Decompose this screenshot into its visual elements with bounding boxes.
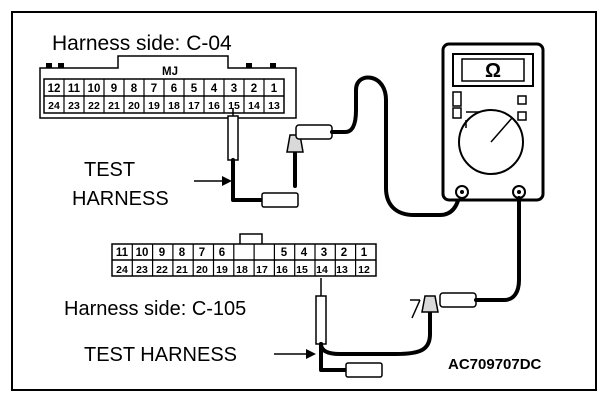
bottom-pin: 14 <box>316 264 328 276</box>
top-test-harness: TEST HARNESS <box>72 108 299 210</box>
top-pin: 1 <box>271 83 278 95</box>
meter-switch-indicator <box>452 107 462 119</box>
top-pin: 2 <box>251 83 257 95</box>
bottom-pin: 16 <box>276 264 288 276</box>
top-connector-housing <box>39 55 297 119</box>
bottom-connector-row1: 11 10 9 8 7 6 5 4 3 2 1 <box>116 247 368 259</box>
bottom-pin: 17 <box>256 264 268 276</box>
top-pin: 13 <box>268 100 280 112</box>
bottom-probe-pin <box>315 295 327 345</box>
top-pin: 4 <box>211 83 218 95</box>
bottom-probe-loop-wire <box>319 332 432 356</box>
top-harness-wire <box>231 158 274 202</box>
top-pin: 5 <box>191 83 198 95</box>
multimeter: Ω <box>441 42 545 202</box>
bottom-pin: 3 <box>321 247 327 259</box>
bottom-pin: 10 <box>136 247 149 259</box>
top-pin: 9 <box>111 83 117 95</box>
bottom-pin: 12 <box>358 264 370 276</box>
bottom-probe-body <box>439 292 477 308</box>
bottom-harness-wire <box>319 342 358 372</box>
meter-switch-indicator <box>452 91 462 107</box>
meter-dial-pointer <box>490 117 513 143</box>
top-pin: 7 <box>151 83 157 95</box>
top-pin: 22 <box>88 100 100 112</box>
top-connector-key-label: MJ <box>162 66 178 78</box>
top-connector: MJ 12 11 10 9 8 7 6 5 4 3 2 1 24 23 22 2… <box>39 55 297 119</box>
bottom-connector-row2: 24 23 22 21 20 19 18 17 16 15 14 13 12 <box>116 264 370 276</box>
bottom-pin: 1 <box>361 247 368 259</box>
bottom-pin: 22 <box>156 264 168 276</box>
bottom-pin: 15 <box>296 264 308 276</box>
top-pin: 8 <box>131 83 138 95</box>
bottom-harness-arrow <box>306 349 316 359</box>
top-pin: 14 <box>248 100 260 112</box>
bottom-pin: 4 <box>301 247 308 259</box>
bottom-pin: 18 <box>236 264 248 276</box>
top-harness-arrow <box>222 176 232 186</box>
top-connector-latch <box>270 63 276 68</box>
top-pin: 15 <box>228 100 240 112</box>
bottom-meter-lead <box>474 196 521 302</box>
bottom-pin: 24 <box>116 264 128 276</box>
top-pin: 11 <box>68 83 81 95</box>
top-harness-label-line2: HARNESS <box>72 188 169 210</box>
multimeter-display <box>461 58 525 82</box>
meter-range-marker <box>517 111 527 121</box>
top-harness-terminal <box>261 192 299 208</box>
bottom-harness-label: TEST HARNESS <box>84 344 237 366</box>
top-probe-body <box>295 124 333 140</box>
top-pin: 21 <box>108 100 120 112</box>
top-meter-lead <box>330 75 462 217</box>
bottom-pin: 13 <box>336 264 348 276</box>
top-pin: 19 <box>148 100 160 112</box>
bottom-pin: 9 <box>159 247 165 259</box>
top-connector-latch <box>46 63 52 68</box>
bottom-pin: 19 <box>216 264 228 276</box>
top-probe-pin <box>227 115 239 161</box>
bottom-pin: 6 <box>219 247 225 259</box>
top-meter-probe <box>286 75 462 217</box>
figure-frame <box>11 11 597 391</box>
bottom-pin: 2 <box>341 247 347 259</box>
bottom-meter-probe <box>319 196 521 356</box>
figure-code: AC709707DC <box>448 356 542 373</box>
top-connector-title: Harness side: C-04 <box>52 32 232 55</box>
top-pin: 3 <box>231 83 237 95</box>
top-pin: 6 <box>171 83 177 95</box>
top-pin: 24 <box>48 100 60 112</box>
top-pin: 17 <box>188 100 200 112</box>
bottom-pin: 20 <box>196 264 208 276</box>
ohm-symbol: Ω <box>485 60 501 82</box>
top-connector-row1: 12 11 10 9 8 7 6 5 4 3 2 1 <box>48 83 278 95</box>
top-connector-latch <box>246 63 252 68</box>
bottom-pin: 21 <box>176 264 188 276</box>
bottom-connector-title: Harness side: C-105 <box>64 298 246 320</box>
top-connector-row2: 24 23 22 21 20 19 18 17 16 15 14 13 <box>48 100 280 112</box>
top-pin: 18 <box>168 100 180 112</box>
meter-range-marker <box>517 95 527 105</box>
top-pin: 10 <box>88 83 101 95</box>
top-pin: 20 <box>128 100 140 112</box>
top-pin: 23 <box>68 100 80 112</box>
bottom-pin: 8 <box>179 247 186 259</box>
bottom-pin: 5 <box>281 247 288 259</box>
bottom-test-harness: TEST HARNESS <box>84 278 383 378</box>
bottom-connector: 11 10 9 8 7 6 5 4 3 2 1 24 23 22 21 20 1… <box>111 233 377 277</box>
bottom-pin: 7 <box>199 247 205 259</box>
bottom-harness-terminal <box>345 362 383 378</box>
bottom-pin: 23 <box>136 264 148 276</box>
top-harness-label-line1: TEST <box>84 159 135 181</box>
top-pin: 12 <box>48 83 61 95</box>
bottom-probe-tip <box>421 295 439 313</box>
top-connector-latch <box>58 63 64 68</box>
top-pin: 16 <box>208 100 220 112</box>
bottom-pin: 11 <box>116 247 129 259</box>
